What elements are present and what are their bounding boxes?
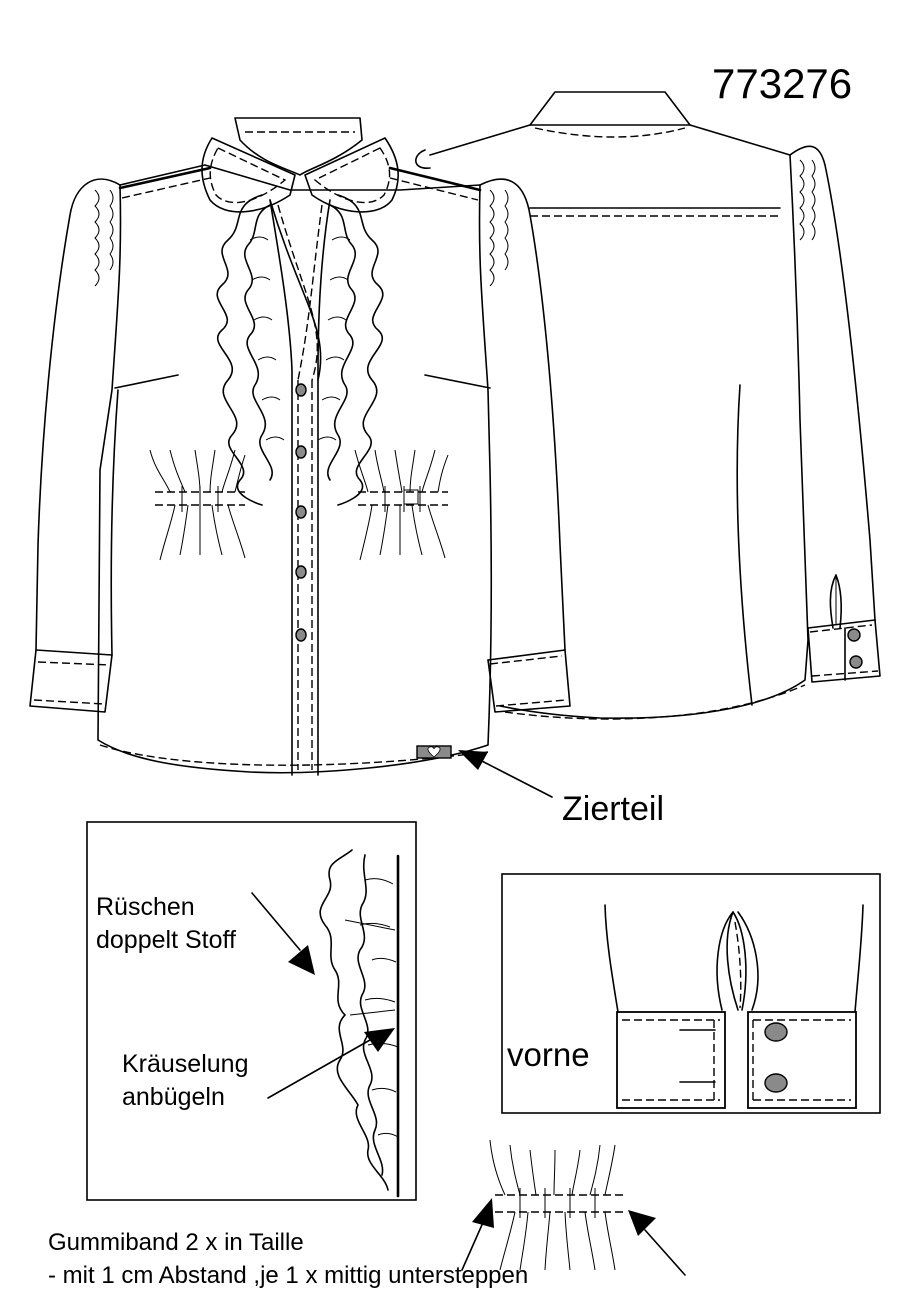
- back-cuff-button-2: [849, 655, 863, 669]
- back-right-sleeve: [789, 145, 876, 629]
- front-button-2: [295, 445, 307, 459]
- front-right-sleeve: [479, 178, 566, 661]
- label-ruffles-line1: Rüschen: [96, 893, 195, 921]
- front-body-outline: [97, 164, 493, 774]
- cuff-detail-box: [501, 873, 881, 1114]
- collar-right-leaf: [304, 137, 399, 213]
- gathering-arrow: [364, 1028, 395, 1052]
- cuff-left-part: [616, 1011, 726, 1109]
- blouse-front-view: [29, 117, 571, 776]
- note-line-1: Gummiband 2 x in Taille: [48, 1229, 304, 1256]
- note-line-2: - mit 1 cm Abstand ,je 1 x mittig unters…: [48, 1262, 528, 1289]
- zierteil-arrow: [458, 750, 488, 770]
- blouse-back-view: [415, 91, 881, 720]
- front-ruffle-left: [216, 194, 263, 506]
- waist-elastic-right: [354, 449, 449, 561]
- cuff-detail-drawing: [604, 904, 864, 1109]
- back-cuff: [807, 619, 881, 683]
- front-collar: [234, 117, 363, 176]
- ruffle-detail-box: [86, 821, 417, 1201]
- ruffles-arrow: [288, 945, 315, 975]
- back-cuff-button-1: [847, 628, 861, 642]
- front-left-cuff: [29, 649, 113, 713]
- callout-zierteil: Zierteil: [562, 790, 664, 828]
- cuff-button-2: [764, 1073, 788, 1093]
- placket-right-edge: [317, 199, 331, 776]
- back-collar: [529, 91, 691, 126]
- label-gathering-line1: Kräuselung: [122, 1050, 248, 1078]
- front-button-5: [295, 628, 307, 642]
- elastic-detail-drawing: [489, 1139, 625, 1271]
- decoration-heart-tag: [416, 745, 452, 759]
- elastic-arrow-left: [472, 1198, 494, 1228]
- front-ruffle-right: [337, 194, 384, 506]
- label-cuff-front: vorne: [507, 1036, 590, 1073]
- cuff-button-1: [764, 1022, 788, 1042]
- front-button-3: [295, 505, 307, 519]
- collar-left-leaf: [201, 137, 296, 213]
- front-button-1: [295, 383, 307, 397]
- front-right-cuff: [487, 649, 571, 713]
- label-ruffles-line2: doppelt Stoff: [96, 926, 236, 954]
- model-number: 773276: [712, 60, 852, 107]
- front-button-4: [295, 565, 307, 579]
- heart-icon: [427, 746, 441, 758]
- back-body-outline: [429, 124, 809, 719]
- waist-elastic-left: [149, 449, 246, 561]
- placket-left-edge: [269, 199, 293, 776]
- label-gathering-line2: anbügeln: [122, 1083, 225, 1111]
- ruffle-detail-drawing: [319, 849, 400, 1198]
- front-left-sleeve: [35, 178, 121, 656]
- elastic-arrow-right: [628, 1210, 656, 1236]
- front-hem-stitch: [99, 744, 489, 766]
- cuff-right-part: [747, 1011, 857, 1109]
